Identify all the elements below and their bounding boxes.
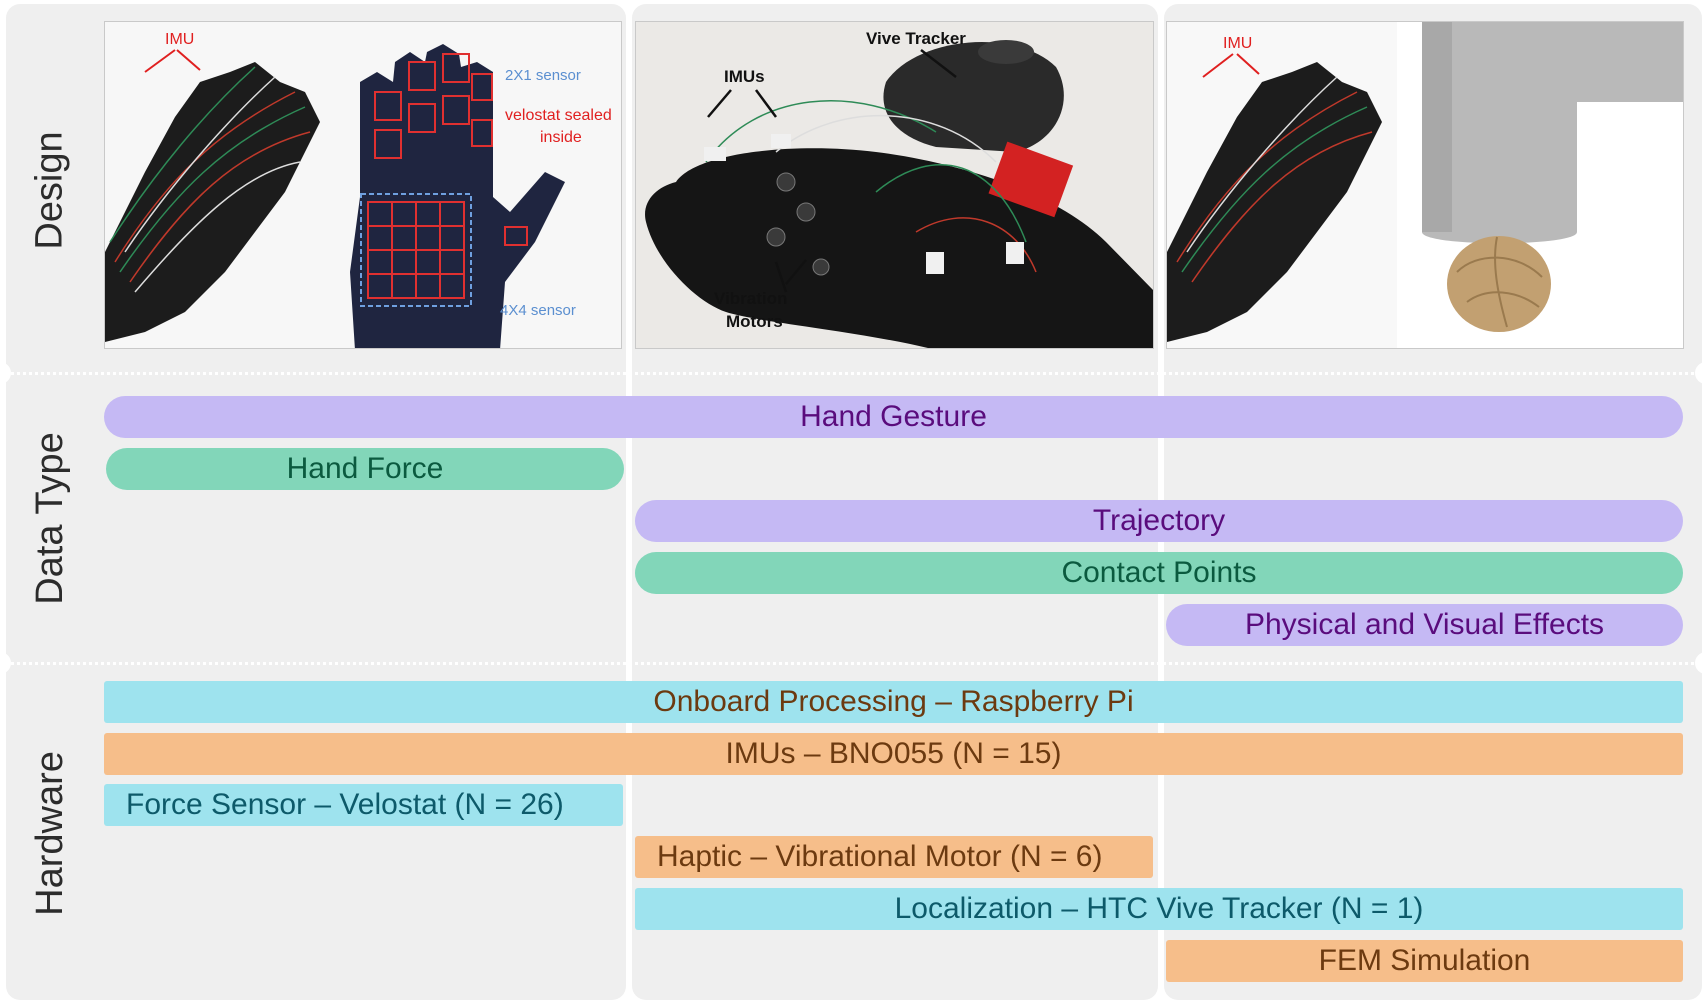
localization-bar: Localization – HTC Vive Tracker (N = 1) <box>635 888 1683 930</box>
separator-dot <box>0 652 11 674</box>
velostat-label-line1: velostat sealed <box>505 107 612 124</box>
hand-gesture-pill: Hand Gesture <box>104 396 1683 438</box>
imus-label: IMUs <box>724 67 765 86</box>
separator-dot <box>0 362 11 384</box>
row-label-design-text: Design <box>28 130 71 250</box>
onboard-processing-bar: Onboard Processing – Raspberry Pi <box>104 681 1683 723</box>
vibration-motors-label-line1: Vibration <box>714 289 787 308</box>
trajectory-pill: Trajectory <box>635 500 1683 542</box>
contact-points-pill: Contact Points <box>635 552 1683 594</box>
row-label-hardware-text: Hardware <box>28 750 71 916</box>
imus-bar: IMUs – BNO055 (N = 15) <box>104 733 1683 775</box>
separator-dot <box>1695 362 1706 384</box>
row-label-hardware: Hardware <box>20 670 80 996</box>
simulation-illustration: IMU <box>1167 22 1683 348</box>
sensor-4x4-label: 4X4 sensor <box>500 302 576 319</box>
vive-tracker-label: Vive Tracker <box>866 29 966 48</box>
photo-haptic-glove: Vive Tracker IMUs Vibration Motors <box>635 21 1154 349</box>
velostat-label-line2: inside <box>540 129 582 146</box>
imu-label-2: IMU <box>1223 35 1252 52</box>
sensor-2x1-label: 2X1 sensor <box>505 67 581 84</box>
force-glove-illustration: IMU 2X1 sensor velostat sealed inside 4X… <box>105 22 621 348</box>
row-label-data-type: Data Type <box>20 380 80 656</box>
separator-dot <box>1695 652 1706 674</box>
row-label-data-type-text: Data Type <box>28 431 71 605</box>
photo-simulation: IMU <box>1166 21 1684 349</box>
haptic-motor-bar: Haptic – Vibrational Motor (N = 6) <box>635 836 1153 878</box>
force-sensor-bar: Force Sensor – Velostat (N = 26) <box>104 784 623 826</box>
imu-label-1: IMU <box>165 31 194 48</box>
physical-visual-effects-pill: Physical and Visual Effects <box>1166 604 1683 646</box>
photo-force-glove: IMU 2X1 sensor velostat sealed inside 4X… <box>104 21 622 349</box>
vibration-motors-label-line2: Motors <box>726 312 783 331</box>
row-separator-1 <box>0 372 1706 375</box>
haptic-glove-illustration: Vive Tracker IMUs Vibration Motors <box>636 22 1153 348</box>
hand-force-pill: Hand Force <box>106 448 624 490</box>
row-label-design: Design <box>20 40 80 340</box>
fem-simulation-bar: FEM Simulation <box>1166 940 1683 982</box>
row-separator-2 <box>0 662 1706 665</box>
